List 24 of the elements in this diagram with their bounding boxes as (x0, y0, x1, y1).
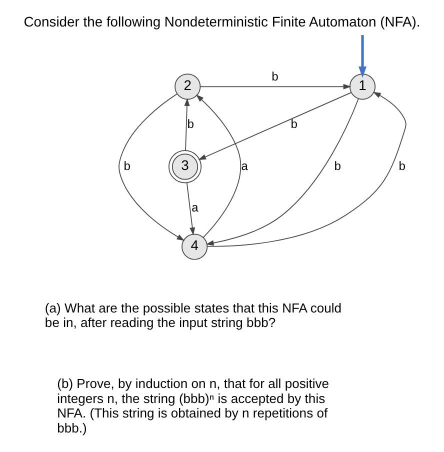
arrow (184, 98, 190, 152)
edge-label: b (398, 160, 406, 174)
edge-label: b (290, 118, 298, 132)
arrow (207, 92, 406, 247)
arrow (206, 98, 359, 246)
diagram-title: Consider the following Nondeterministic Finite Automaton (NFA). (24, 13, 420, 30)
arrow (196, 94, 242, 238)
edge-label: a (240, 160, 248, 174)
node-circle: 3 (168, 150, 202, 184)
arrow (186, 182, 196, 236)
edge-label: b (334, 160, 342, 174)
edge-label: b (271, 70, 279, 85)
arrow (118, 93, 185, 241)
label: (b) Prove, by induction on n, that for all positive integers n, the string (bbb)ⁿ is accepted by this NFA. (This string is obtained by n repetitions of bbb.) (57, 376, 330, 436)
edge-label: b (187, 118, 194, 132)
node-circle: 4 (182, 234, 208, 260)
edge-label: b (124, 160, 131, 174)
arrow (198, 92, 352, 160)
node-circle: 2 (174, 74, 201, 100)
label: (a) What are the possible states that this NFA could be in, after reading the input string bbb? (44, 300, 342, 330)
edge-label: a (191, 202, 199, 216)
arrow (358, 35, 366, 78)
arrow (200, 84, 352, 90)
node-circle: 1 (349, 74, 376, 100)
